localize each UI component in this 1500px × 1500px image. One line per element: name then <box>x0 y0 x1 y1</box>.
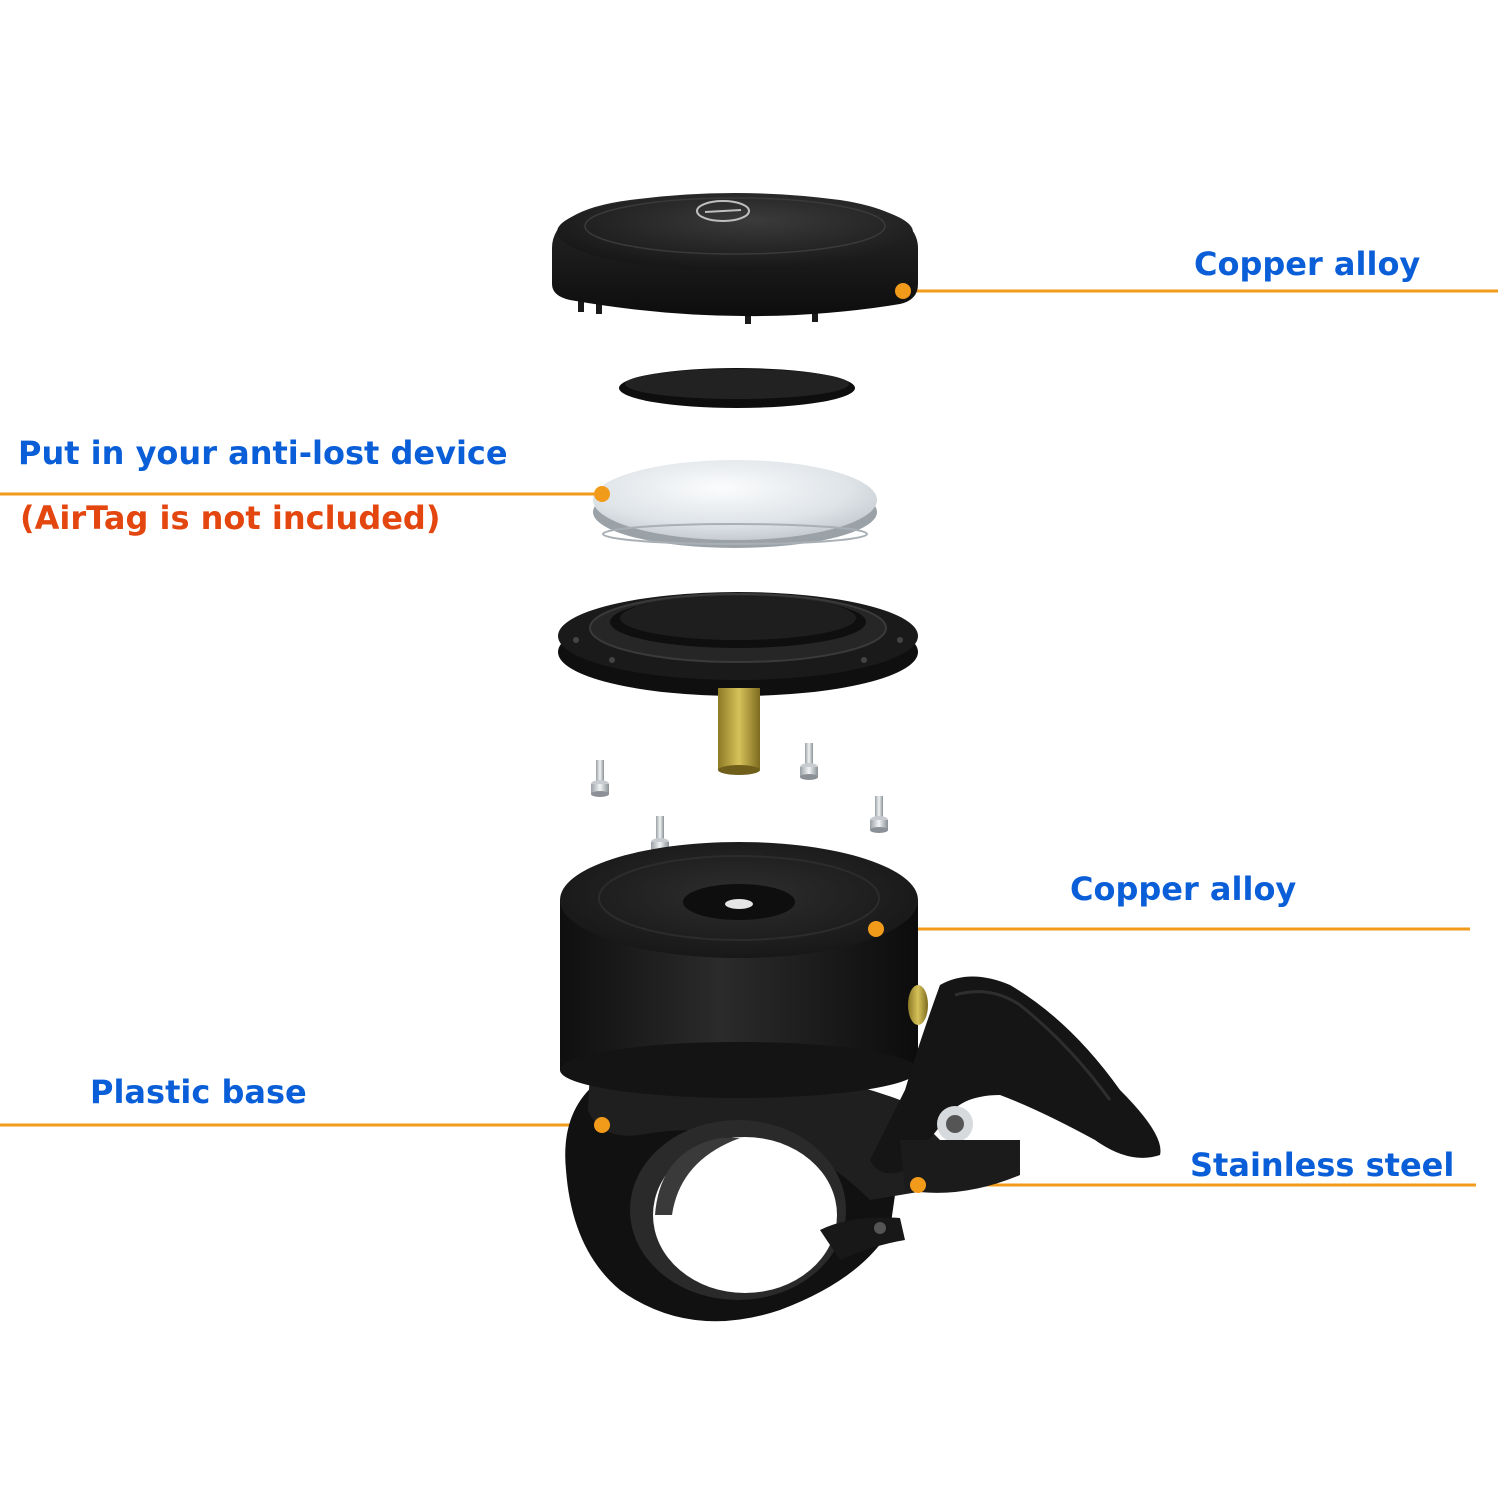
label-base: Plastic base <box>90 1073 307 1111</box>
leader-lines <box>0 289 1498 1187</box>
cover-logo-icon <box>696 200 750 222</box>
screw-1 <box>591 760 609 797</box>
cover-gasket <box>619 368 855 408</box>
label-bell-body: Copper alloy <box>1070 870 1297 908</box>
airtag <box>593 460 877 548</box>
center-bolt <box>718 688 760 775</box>
handlebar-clamp <box>565 1058 944 1322</box>
dot-lever <box>910 1177 926 1193</box>
mount-plate <box>558 592 918 696</box>
screw-2 <box>800 743 818 780</box>
screw-3 <box>870 796 888 833</box>
dot-base <box>594 1117 610 1133</box>
hex-socket-icon <box>725 899 753 909</box>
label-lever: Stainless steel <box>1190 1146 1455 1184</box>
label-top-cover: Copper alloy <box>1194 245 1421 283</box>
dot-top-cover <box>895 283 911 299</box>
label-device-slot: Put in your anti-lost device <box>18 434 508 472</box>
dot-device <box>594 486 610 502</box>
dot-bell-body <box>868 921 884 937</box>
bell-dome <box>560 842 928 1098</box>
callout-dots <box>594 283 926 1193</box>
striker-lever <box>870 976 1161 1193</box>
label-device-note: (AirTag is not included) <box>20 499 441 537</box>
top-cover <box>552 193 918 324</box>
